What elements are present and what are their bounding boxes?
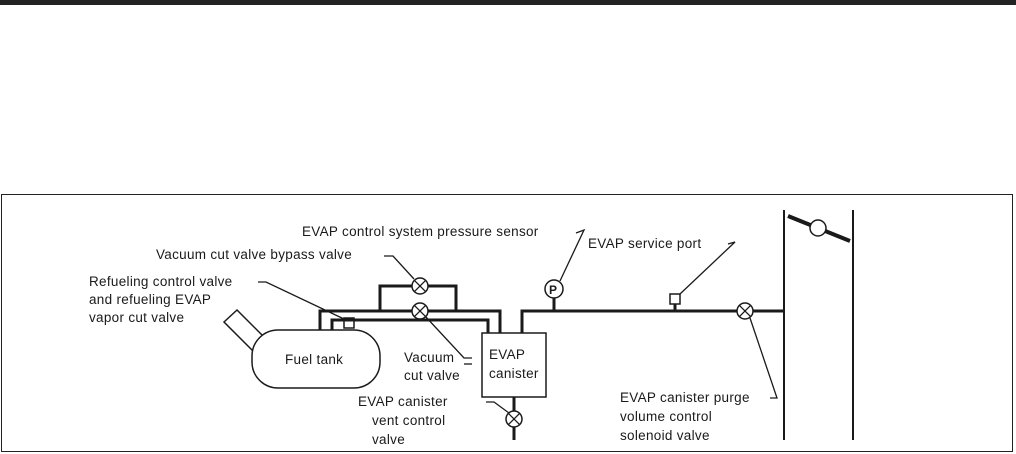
vacuum-cut-valve [411, 302, 429, 320]
purge-volume-control-solenoid-valve [736, 302, 754, 320]
label-vacuum-cut-line1: Vacuum [404, 350, 454, 365]
throttle-valve [787, 214, 851, 243]
diagram-frame [1, 194, 1013, 452]
label-refueling-line3: vapor cut valve [89, 310, 184, 325]
refueling-control-valve [343, 317, 355, 329]
label-vent-line2: vent control [372, 413, 445, 428]
canister-label-line1: EVAP [489, 347, 525, 362]
label-bypass-valve: Vacuum cut valve bypass valve [156, 247, 352, 262]
vent-control-valve [505, 410, 523, 428]
label-purge-line1: EVAP canister purge [620, 390, 750, 405]
fuel-tank [251, 329, 381, 389]
label-refueling-line1: Refueling control valve [89, 274, 232, 289]
label-vent-line3: valve [372, 432, 405, 447]
leader-lines [258, 228, 778, 414]
label-vacuum-cut-line2: cut valve [404, 368, 460, 383]
pipe-tank-to-canister-inner [330, 318, 490, 333]
pressure-sensor-symbol: P [549, 283, 557, 297]
label-refueling-line2: and refueling EVAP [89, 292, 211, 307]
canister-label-line2: canister [489, 366, 539, 381]
evap-service-port [669, 293, 681, 305]
fuel-tank-label: Fuel tank [285, 352, 343, 367]
evap-canister [481, 332, 547, 398]
label-service-port: EVAP service port [588, 236, 701, 251]
label-pressure-sensor: EVAP control system pressure sensor [302, 224, 539, 239]
pressure-sensor [544, 279, 564, 299]
purge-pipe [520, 309, 784, 333]
label-vent-line1: EVAP canister [358, 394, 448, 409]
label-purge-line2: volume control [620, 409, 712, 424]
page-top-rule [0, 0, 1016, 5]
label-purge-line3: solenoid valve [620, 428, 710, 443]
bypass-valve [411, 277, 429, 295]
pipe-tank-to-canister-outer [318, 309, 502, 333]
